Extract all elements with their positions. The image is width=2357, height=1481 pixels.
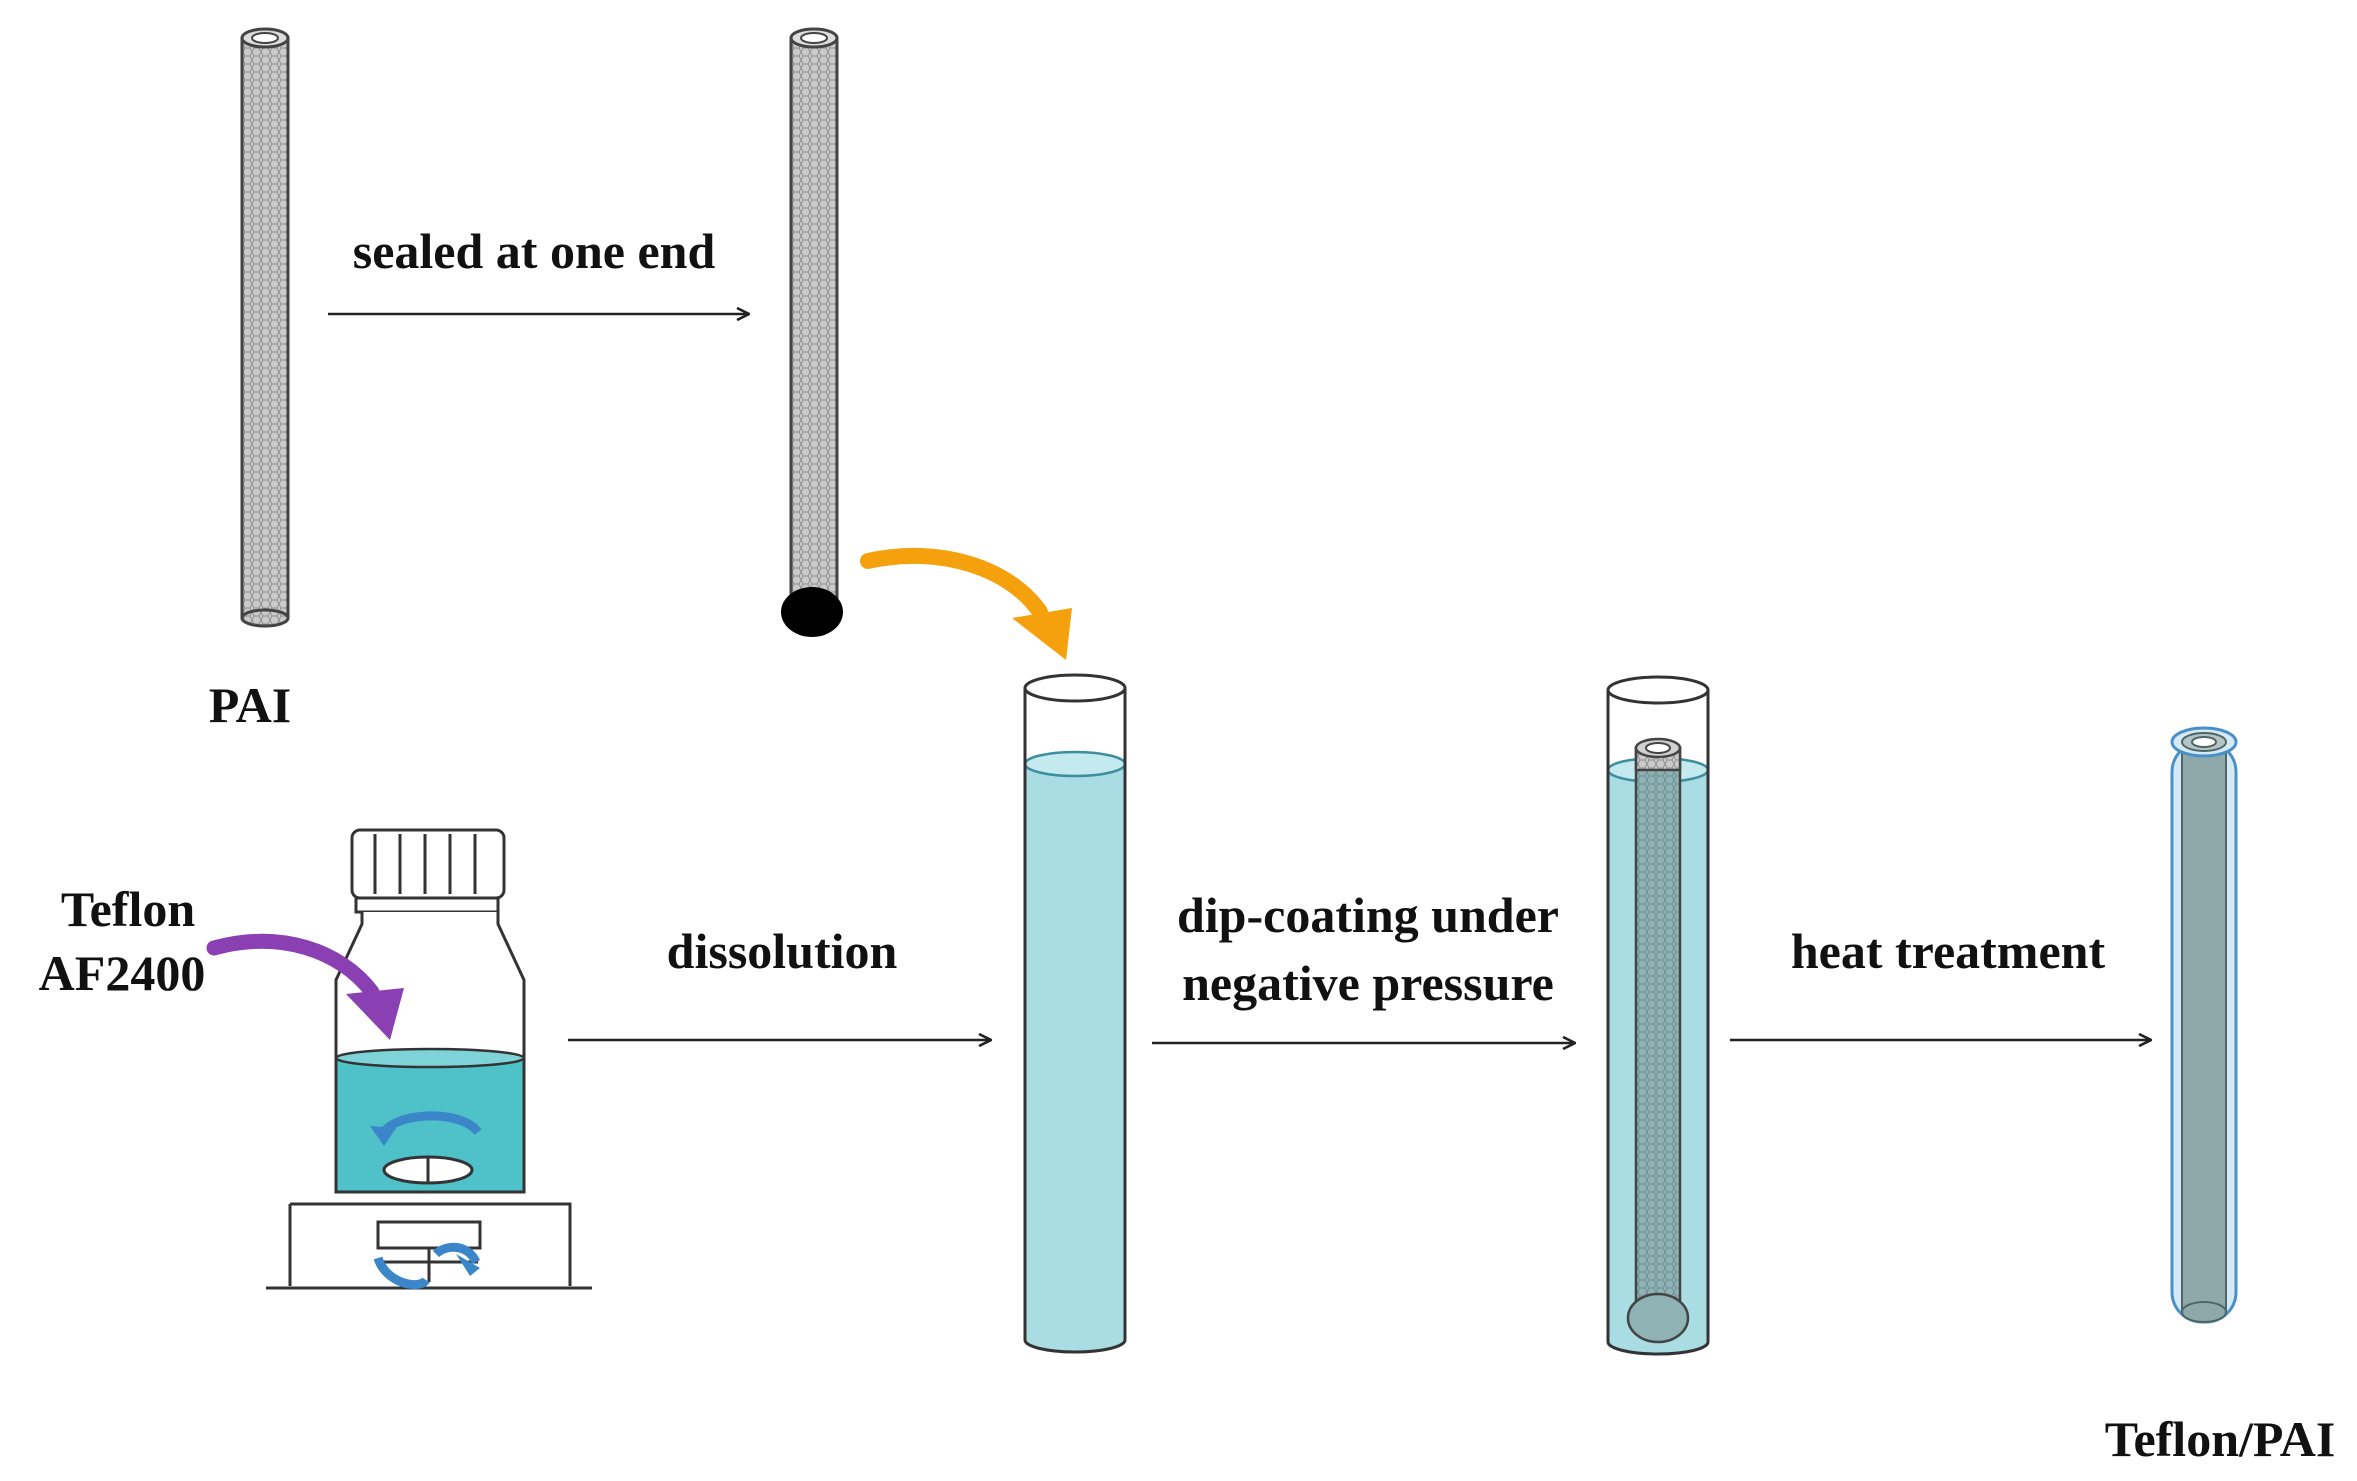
test-tube-with-fiber xyxy=(1606,675,1710,1356)
teflon-pai-label: Teflon/PAI xyxy=(2105,1411,2336,1467)
teflon-pai-composite-fiber xyxy=(2170,726,2238,1324)
rotation-arrow-icon xyxy=(373,1242,481,1290)
orange-curved-arrow xyxy=(860,547,1072,660)
dissolution-label: dissolution xyxy=(667,923,898,979)
test-tube-solution xyxy=(1023,673,1127,1354)
stir-arrow-icon xyxy=(370,1111,482,1146)
sealed-end-cap xyxy=(781,587,843,637)
pai-label: PAI xyxy=(209,677,291,733)
heat-treatment-label: heat treatment xyxy=(1791,923,2106,979)
sealed-label: sealed at one end xyxy=(353,223,716,279)
purple-curved-arrow xyxy=(206,934,404,1040)
pai-hollow-fiber xyxy=(240,27,290,628)
bottle xyxy=(334,828,526,1194)
magnetic-stirrer xyxy=(266,1202,592,1290)
teflon-label-line1: Teflon xyxy=(61,881,195,937)
teflon-label-line2: AF2400 xyxy=(39,945,206,1001)
dip-coating-label-line1: dip-coating under xyxy=(1177,887,1559,943)
dip-coating-label-line2: negative pressure xyxy=(1182,955,1554,1011)
sealed-hollow-fiber xyxy=(781,27,843,637)
